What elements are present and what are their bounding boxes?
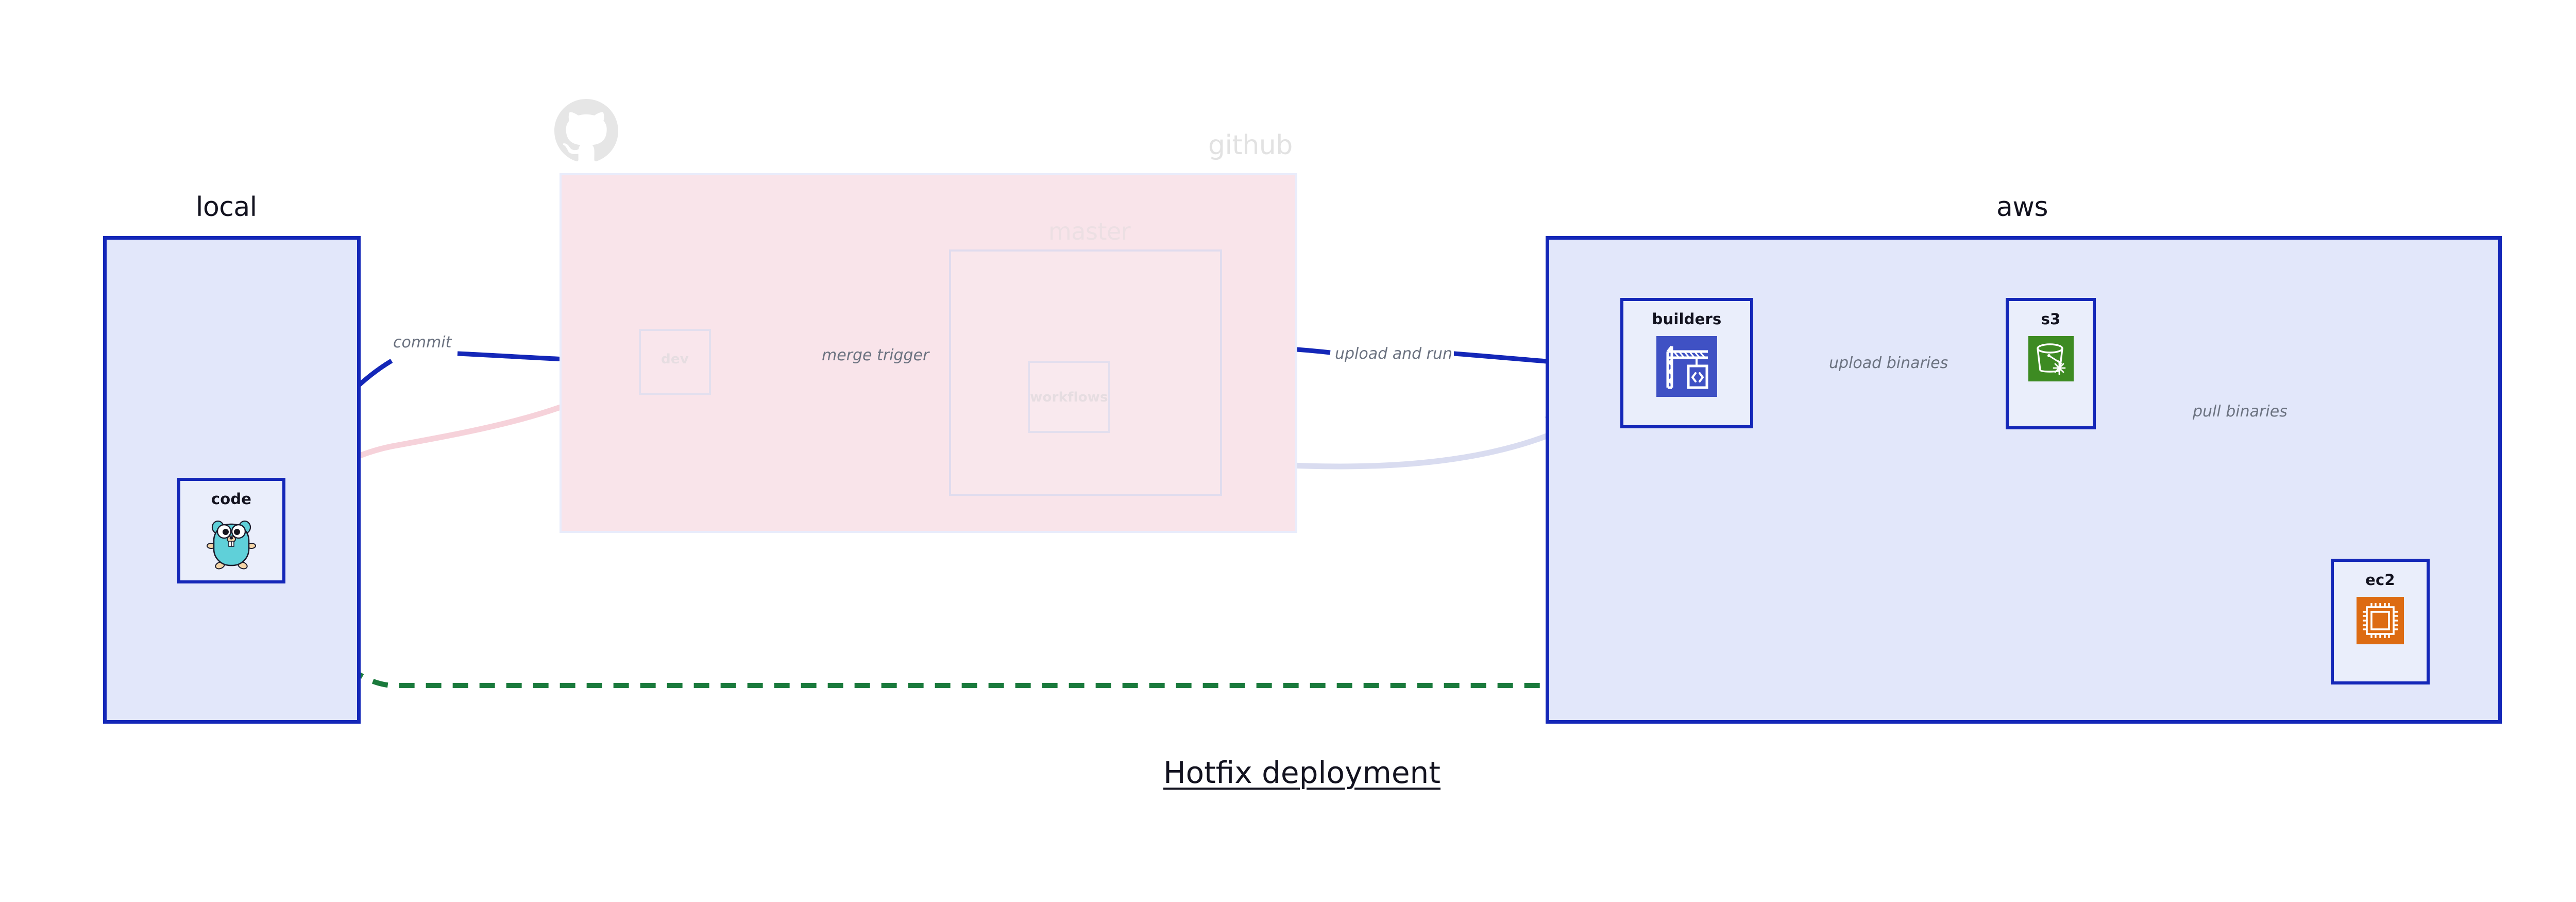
- cluster-label-local: local: [196, 192, 257, 223]
- node-workflows-label: workflows: [1030, 390, 1108, 405]
- node-dev-label: dev: [661, 352, 689, 367]
- edge-label-commit: commit: [392, 335, 453, 350]
- edge-label-merge-trigger: merge trigger: [820, 348, 931, 363]
- node-ec2-label: ec2: [2365, 571, 2395, 589]
- node-builders-label: builders: [1652, 310, 1722, 328]
- node-code[interactable]: code: [177, 478, 285, 583]
- node-s3-label: s3: [2041, 310, 2061, 328]
- cluster-label-github: github: [1208, 130, 1293, 161]
- node-builders[interactable]: builders: [1620, 298, 1753, 428]
- node-workflows[interactable]: workflows: [1028, 361, 1110, 433]
- edge-label-upload-binaries: upload binaries: [1827, 356, 1950, 371]
- edge-label-pull-binaries: pull binaries: [2191, 404, 2289, 420]
- node-code-label: code: [211, 490, 252, 508]
- page-title: Hotfix deployment: [1163, 755, 1441, 790]
- aws-ec2-chip-icon: [2357, 597, 2404, 644]
- node-ec2[interactable]: ec2: [2331, 559, 2430, 684]
- aws-crane-icon: [1656, 336, 1717, 397]
- cluster-master[interactable]: [949, 249, 1222, 496]
- cluster-label-master: master: [1048, 218, 1131, 245]
- github-octocat-icon: [554, 99, 618, 161]
- node-s3[interactable]: s3: [2006, 298, 2096, 429]
- go-gopher-icon: [207, 520, 256, 570]
- edge-label-upload-and-run: upload and run: [1333, 346, 1454, 362]
- cluster-label-aws: aws: [1996, 192, 2048, 223]
- node-dev[interactable]: dev: [639, 329, 711, 395]
- aws-s3-bucket-icon: [2028, 336, 2074, 381]
